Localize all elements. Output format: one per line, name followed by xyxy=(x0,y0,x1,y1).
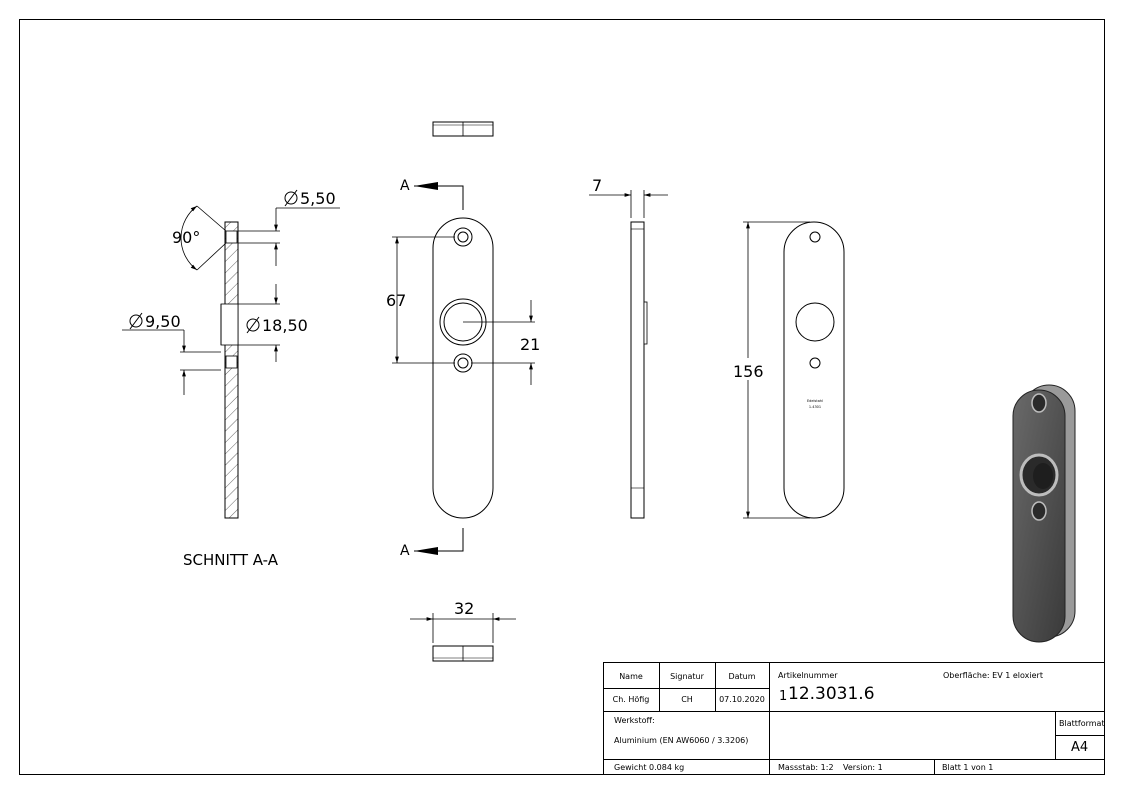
dim-d-9-50: 9,50 xyxy=(145,312,181,331)
section-view-a-a: 90° 5,50 18,50 9,50 SCHNITT xyxy=(122,189,340,569)
front-view: A A 67 21 32 xyxy=(386,121,540,662)
section-mark-bottom: A xyxy=(400,543,410,559)
dim-d-5-50: 5,50 xyxy=(300,189,336,208)
massstab-value: Massstab: 1:2 xyxy=(778,763,834,772)
angle-90-label: 90° xyxy=(172,228,200,247)
oberflaeche-value: Oberfläche: EV 1 eloxiert xyxy=(943,671,1043,680)
value-datum: 07.10.2020 xyxy=(719,695,765,704)
werkstoff-value: Aluminium (EN AW6060 / 3.3206) xyxy=(614,736,748,745)
dim-156: 156 xyxy=(733,362,764,381)
engraving-line-1: Edelstahl xyxy=(807,399,823,403)
value-name: Ch. Höfig xyxy=(613,695,650,704)
gewicht-value: Gewicht 0.084 kg xyxy=(614,763,684,772)
dim-67: 67 xyxy=(386,291,406,310)
werkstoff-label: Werkstoff: xyxy=(614,716,655,725)
section-caption: SCHNITT A-A xyxy=(183,551,279,569)
header-datum: Datum xyxy=(728,672,755,681)
dim-7: 7 xyxy=(592,176,602,195)
artikelnummer-label: Artikelnummer xyxy=(778,671,838,680)
blatt-value: Blatt 1 von 1 xyxy=(942,763,993,772)
blattformat-value: A4 xyxy=(1071,740,1088,755)
artikelnummer-prefix: 1 xyxy=(779,689,787,704)
artikelnummer-value: 12.3031.6 xyxy=(788,684,875,704)
diameter-symbol xyxy=(246,316,260,334)
side-view: 7 xyxy=(589,176,668,519)
title-block xyxy=(603,662,1105,775)
diameter-symbol xyxy=(129,312,143,330)
sheet-frame xyxy=(19,19,1105,775)
dim-32: 32 xyxy=(454,599,474,618)
isometric-view xyxy=(1012,384,1076,643)
value-signatur: CH xyxy=(681,695,693,704)
version-value: Version: 1 xyxy=(843,763,883,772)
engraving-line-2: 1.4301 xyxy=(809,405,821,409)
blattformat-label: Blattformat xyxy=(1059,719,1105,728)
section-mark-top: A xyxy=(400,178,410,194)
header-name: Name xyxy=(619,672,643,681)
dim-21: 21 xyxy=(520,335,540,354)
title-block-text: Name Signatur Datum Ch. Höfig CH 07.10.2… xyxy=(613,671,1105,772)
header-signatur: Signatur xyxy=(670,672,705,681)
dim-d-18-50: 18,50 xyxy=(262,316,308,335)
rear-view: Edelstahl 1.4301 156 xyxy=(731,221,845,519)
diameter-symbol xyxy=(284,189,298,207)
